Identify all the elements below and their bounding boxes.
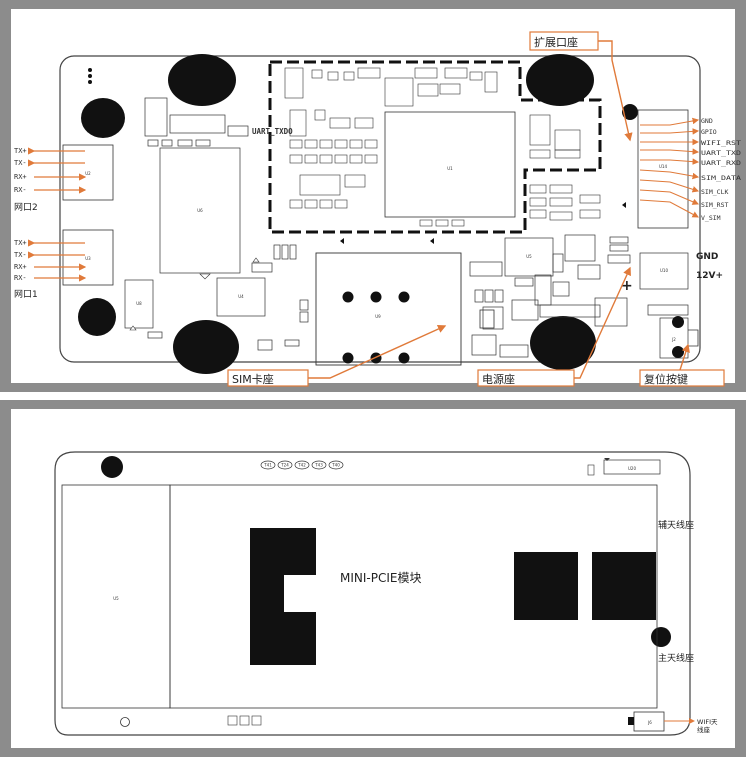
svg-text:TX+: TX+ xyxy=(14,239,27,247)
mount-hole xyxy=(81,98,125,138)
svg-text:TX-: TX- xyxy=(14,159,27,167)
expansion-arrows xyxy=(639,117,700,218)
soc-chip xyxy=(384,111,516,218)
port2-label: 网口2 xyxy=(14,202,38,213)
svg-text:T40: T40 xyxy=(331,463,340,468)
mount-hole xyxy=(168,54,236,106)
svg-text:WIFI_RST: WIFI_RST xyxy=(701,139,741,147)
main-antenna-pad xyxy=(592,552,656,620)
svg-text:U3: U3 xyxy=(85,256,91,261)
bottom-board: U5 MINI-PCIE模块 T41 T24 T42 T43 T40 U20 xyxy=(54,451,720,736)
svg-text:T41: T41 xyxy=(263,463,272,468)
reset-button-hole xyxy=(672,346,684,358)
mount-hole xyxy=(101,456,123,478)
mini-pcie-label: MINI-PCIE模块 xyxy=(340,571,421,585)
svg-text:T43: T43 xyxy=(314,463,323,468)
reset-callout-label: 复位按键 xyxy=(644,372,688,386)
top-board-chips xyxy=(124,97,309,351)
svg-text:RX-: RX- xyxy=(14,274,27,282)
main-antenna-label: 主天线座 xyxy=(658,652,694,664)
svg-text:T42: T42 xyxy=(297,463,306,468)
port1-pins: TX+ TX- RX+ RX- xyxy=(14,239,27,282)
port1-label: 网口1 xyxy=(14,289,38,300)
svg-text:RX+: RX+ xyxy=(14,173,27,181)
power-gnd-label: GND xyxy=(696,252,718,262)
ethernet-port-2: U2 xyxy=(62,144,114,201)
ethernet-port-1: U3 xyxy=(62,229,114,286)
svg-text:UART_TXD: UART_TXD xyxy=(701,149,741,157)
sim-callout-arrow xyxy=(308,325,447,379)
svg-text:SIM_DATA: SIM_DATA xyxy=(701,174,741,182)
svg-text:TX-: TX- xyxy=(14,251,27,259)
mini-pcie-connector xyxy=(250,528,316,665)
bottom-board-outline xyxy=(54,451,691,736)
aux-antenna-pad xyxy=(514,552,578,620)
svg-text:U2: U2 xyxy=(85,171,91,176)
top-board-right-parts xyxy=(469,234,689,359)
top-board-outline xyxy=(59,55,701,363)
svg-text:SIM_CLK: SIM_CLK xyxy=(701,188,728,196)
reset-button-hole xyxy=(672,316,684,328)
chip-label-u1: U1 xyxy=(447,166,453,171)
aux-antenna-label: 辅天线座 xyxy=(658,519,694,531)
expansion-callout-arrow xyxy=(598,40,633,142)
plus-sign: + xyxy=(621,278,633,294)
svg-text:U9: U9 xyxy=(375,314,381,319)
mount-hole xyxy=(173,320,239,374)
svg-text:UART_RXD: UART_RXD xyxy=(701,159,741,167)
uart-label: UART_TXDO xyxy=(252,127,293,136)
svg-text:V_SIM: V_SIM xyxy=(701,214,721,222)
chip-label-u6: U6 xyxy=(197,208,203,213)
chip-label-u4: U4 xyxy=(238,294,244,299)
shield-components xyxy=(284,67,601,227)
chip-label-bottom-u5: U5 xyxy=(113,596,119,601)
svg-text:SIM_RST: SIM_RST xyxy=(701,201,728,209)
mount-hole xyxy=(651,627,671,647)
mount-hole xyxy=(622,104,638,120)
chip-label-u10: U10 xyxy=(660,268,668,273)
svg-text:T24: T24 xyxy=(280,463,289,468)
mount-hole xyxy=(78,298,116,336)
svg-text:RX+: RX+ xyxy=(14,263,27,271)
expansion-callout-label: 扩展口座 xyxy=(534,35,578,49)
chip-label-u8: U8 xyxy=(136,301,142,306)
power-callout-arrow xyxy=(574,266,631,379)
chip-label-j6: J6 xyxy=(647,720,652,725)
reset-callout-box xyxy=(639,369,725,387)
chip-label-j2: J2 xyxy=(671,337,676,342)
expansion-header xyxy=(637,109,689,229)
chip-label-u20: U20 xyxy=(628,466,636,471)
svg-text:TX+: TX+ xyxy=(14,147,27,155)
bottom-small-parts xyxy=(120,715,262,727)
power-callout-label: 电源座 xyxy=(482,372,515,386)
port1-arrows xyxy=(28,239,87,282)
top-board: U1 U xyxy=(14,31,741,387)
svg-text:U14: U14 xyxy=(659,164,667,169)
wifi-antenna-label: WIFI天 线座 xyxy=(697,718,720,734)
power-12v-label: 12V+ xyxy=(696,271,723,281)
chip-label-u5: U5 xyxy=(526,254,532,259)
svg-text:GPIO: GPIO xyxy=(701,128,717,136)
svg-text:RX-: RX- xyxy=(14,186,27,194)
reset-callout-arrow xyxy=(679,343,690,371)
expansion-pin-labels: GND GPIO WIFI_RST UART_TXD UART_RXD SIM_… xyxy=(701,117,741,222)
port2-pins: TX+ TX- RX+ RX- xyxy=(14,147,27,194)
chip-u20 xyxy=(603,459,661,475)
svg-text:GND: GND xyxy=(701,117,713,125)
mount-hole xyxy=(530,316,596,370)
bottom-top-parts: T41 T24 T42 T43 T40 xyxy=(260,460,344,470)
shield-outline xyxy=(268,60,602,234)
mount-hole xyxy=(526,54,594,106)
sim-callout-label: SIM卡座 xyxy=(232,372,274,386)
mini-pcie-slot xyxy=(169,484,658,709)
port2-arrows xyxy=(28,147,87,194)
